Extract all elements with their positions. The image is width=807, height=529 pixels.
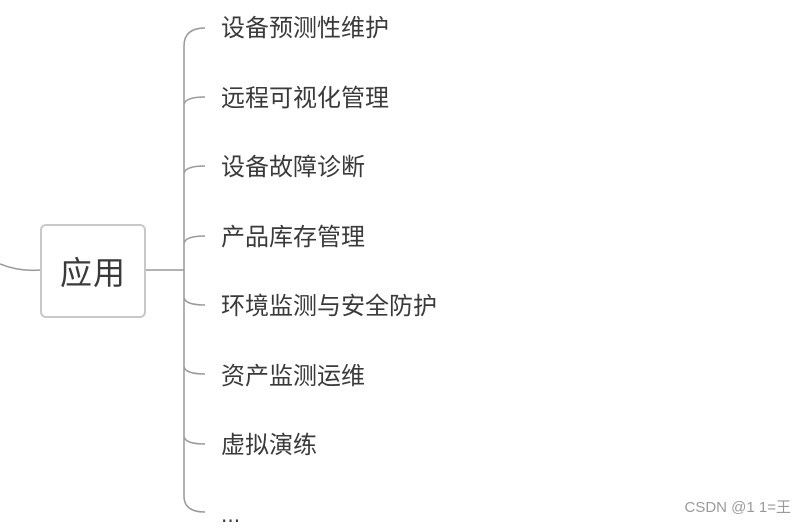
branch-node-virtual-drill[interactable]: 虚拟演练: [221, 431, 317, 459]
root-node-label: 应用: [59, 254, 126, 292]
trunk-line: [183, 27, 206, 513]
branch-connector: [183, 96, 206, 105]
branch-node-environment-safety[interactable]: 环境监测与安全防护: [221, 292, 437, 320]
branch-node-remote-visual-management[interactable]: 远程可视化管理: [221, 84, 389, 112]
branch-node-fault-diagnosis[interactable]: 设备故障诊断: [221, 153, 365, 181]
branch-node-predictive-maintenance[interactable]: 设备预测性维护: [221, 14, 389, 42]
branch-node-more[interactable]: ...: [221, 503, 241, 527]
root-node[interactable]: 应用: [40, 224, 146, 318]
watermark: CSDN @1 1=王: [684, 499, 791, 516]
branch-node-asset-monitoring[interactable]: 资产监测运维: [221, 362, 365, 390]
branch-node-inventory-management[interactable]: 产品库存管理: [221, 223, 365, 251]
branch-connector: [183, 235, 206, 244]
incoming-connector: [0, 263, 41, 272]
branch-connector: [183, 436, 206, 445]
branch-connector: [183, 165, 206, 174]
branch-connector: [183, 366, 206, 375]
branch-connector: [183, 297, 206, 306]
